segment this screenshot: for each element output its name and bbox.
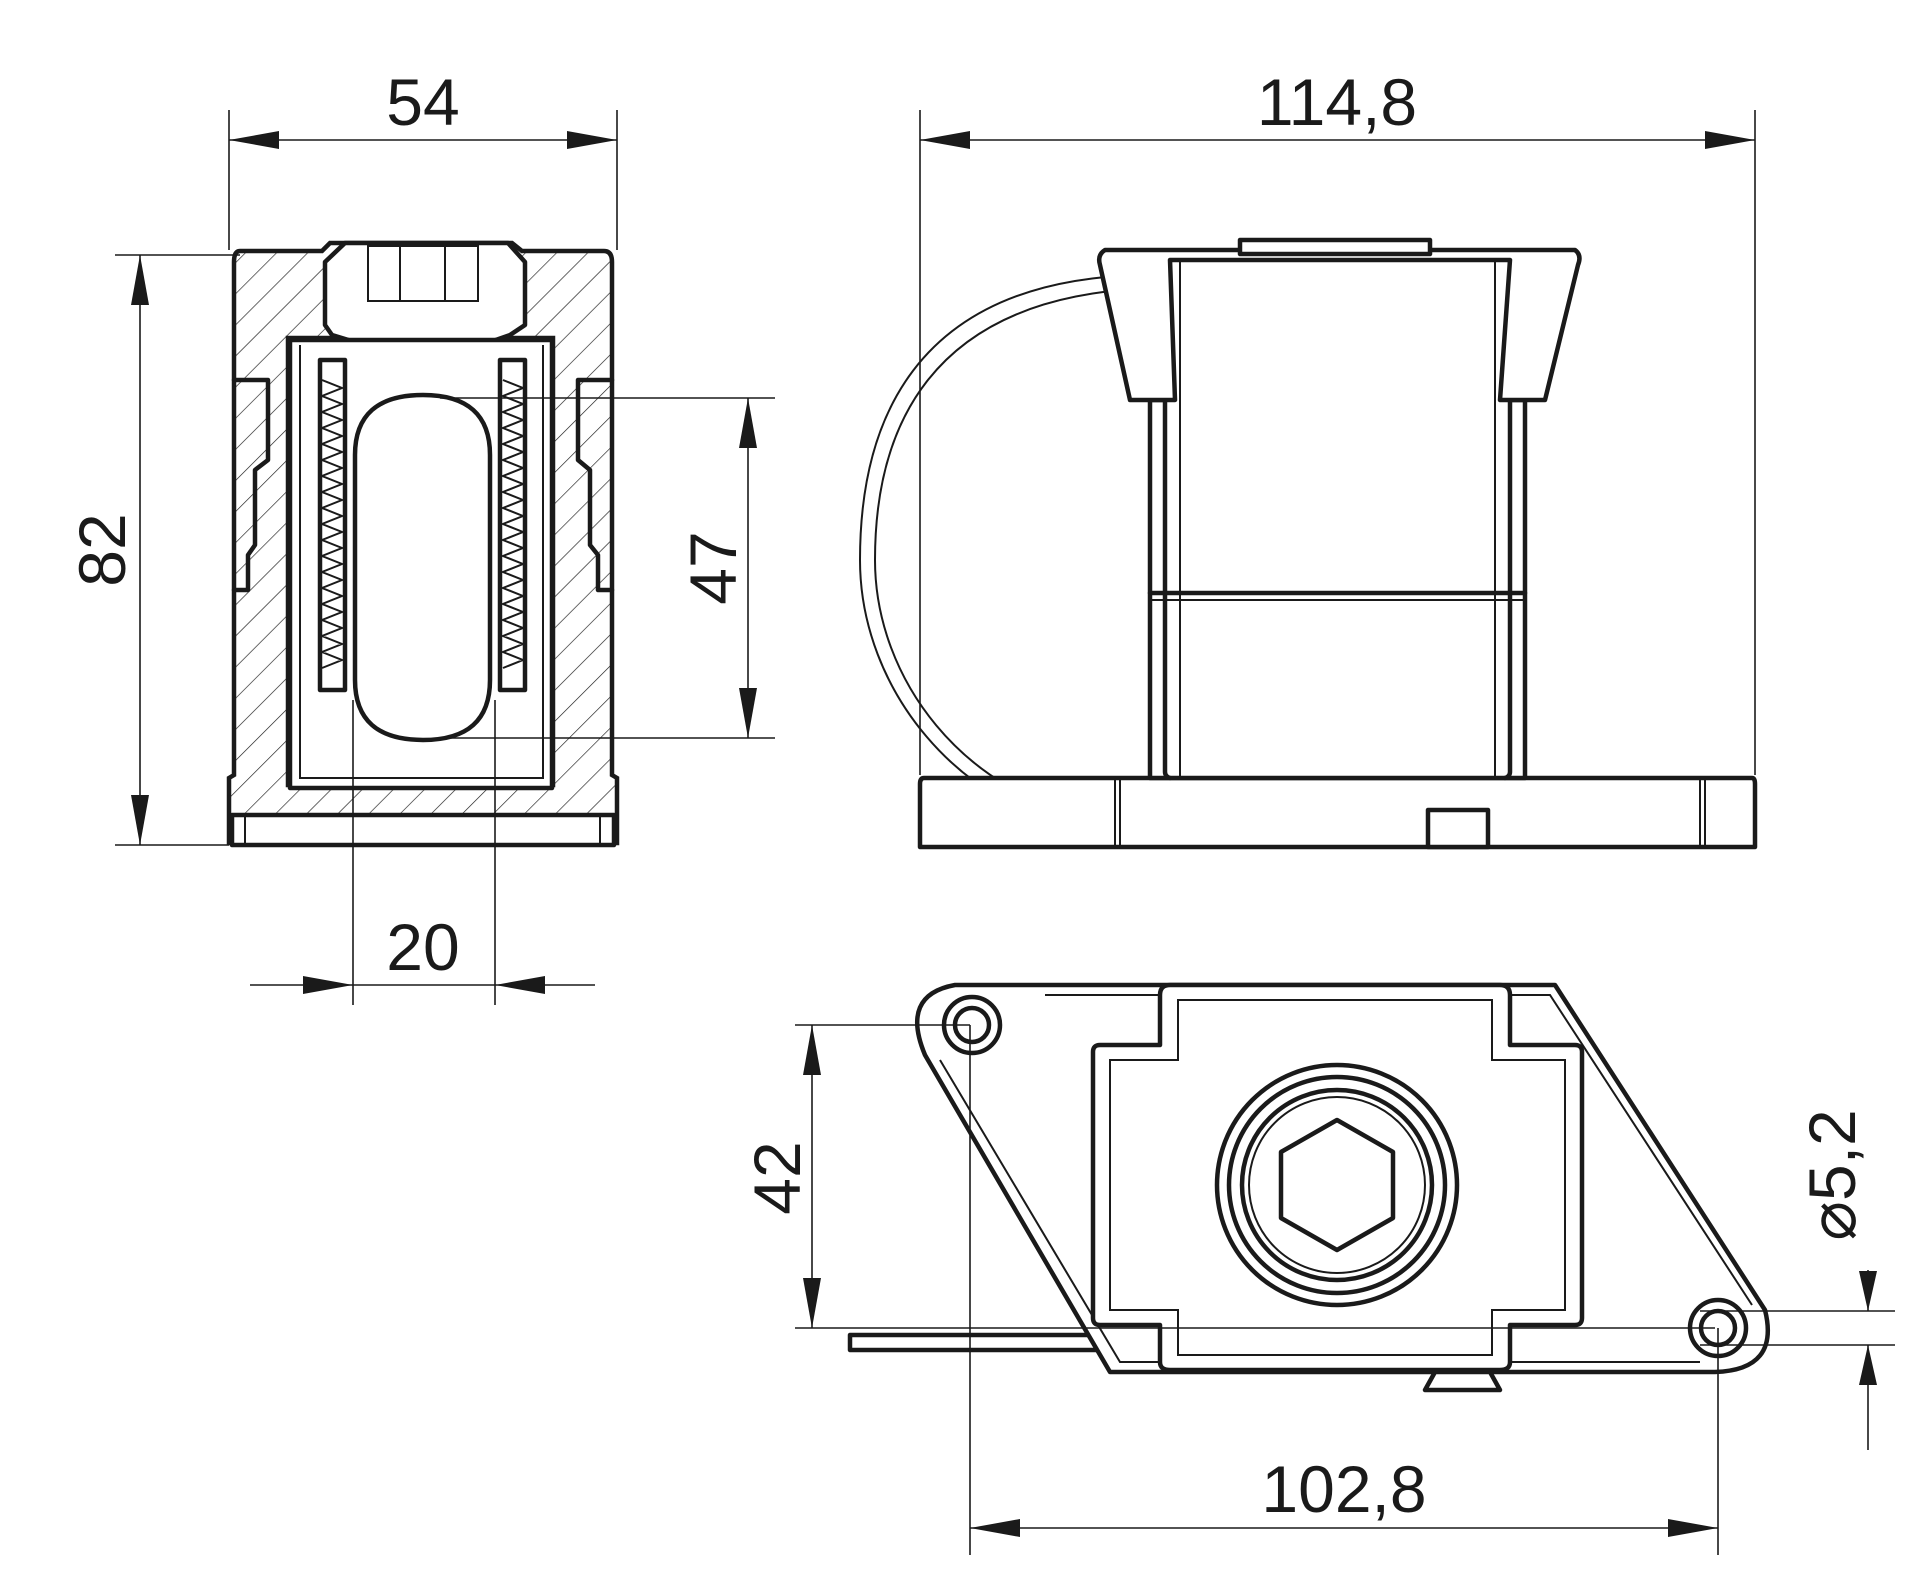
side-top-flange: [1096, 247, 1582, 403]
cable-tail: [847, 1332, 1103, 1353]
dimension-42: 42: [740, 1024, 1715, 1329]
side-top-cap: [1237, 237, 1433, 257]
dimension-114-8: 114,8: [919, 65, 1756, 775]
side-base-notch: [1425, 807, 1491, 850]
side-body: [1162, 249, 1513, 781]
top-screw: [1214, 1062, 1460, 1308]
dimension-diameter-5-2: ⌀5,2: [1700, 1109, 1895, 1450]
section-view: [226, 240, 620, 848]
dimension-42-label: 42: [740, 1141, 814, 1214]
dimension-114-8-label: 114,8: [1257, 65, 1417, 139]
thread-left: [319, 379, 345, 669]
dimension-82-label: 82: [65, 513, 139, 586]
dimension-diameter-label: ⌀5,2: [1795, 1109, 1869, 1240]
top-foot-notch: [1422, 1369, 1503, 1393]
dimension-47-label: 47: [676, 531, 750, 604]
section-cap-hex: [367, 245, 479, 302]
section-base: [229, 812, 617, 848]
dimension-102-8: 102,8: [969, 1025, 1719, 1555]
thread-right: [500, 379, 526, 669]
top-view: [847, 982, 1771, 1393]
dimension-54-label: 54: [386, 65, 459, 139]
side-base: [917, 775, 1758, 850]
side-view: [858, 237, 1758, 850]
dimension-82: 82: [65, 254, 240, 846]
hex-socket: [1278, 1117, 1396, 1253]
section-slot: [352, 392, 493, 743]
dimension-102-8-label: 102,8: [1261, 1452, 1426, 1526]
dimension-20: 20: [250, 700, 595, 1005]
dimension-20-label: 20: [386, 910, 459, 984]
dimension-47: 47: [440, 397, 775, 739]
dimension-54: 54: [228, 65, 618, 250]
